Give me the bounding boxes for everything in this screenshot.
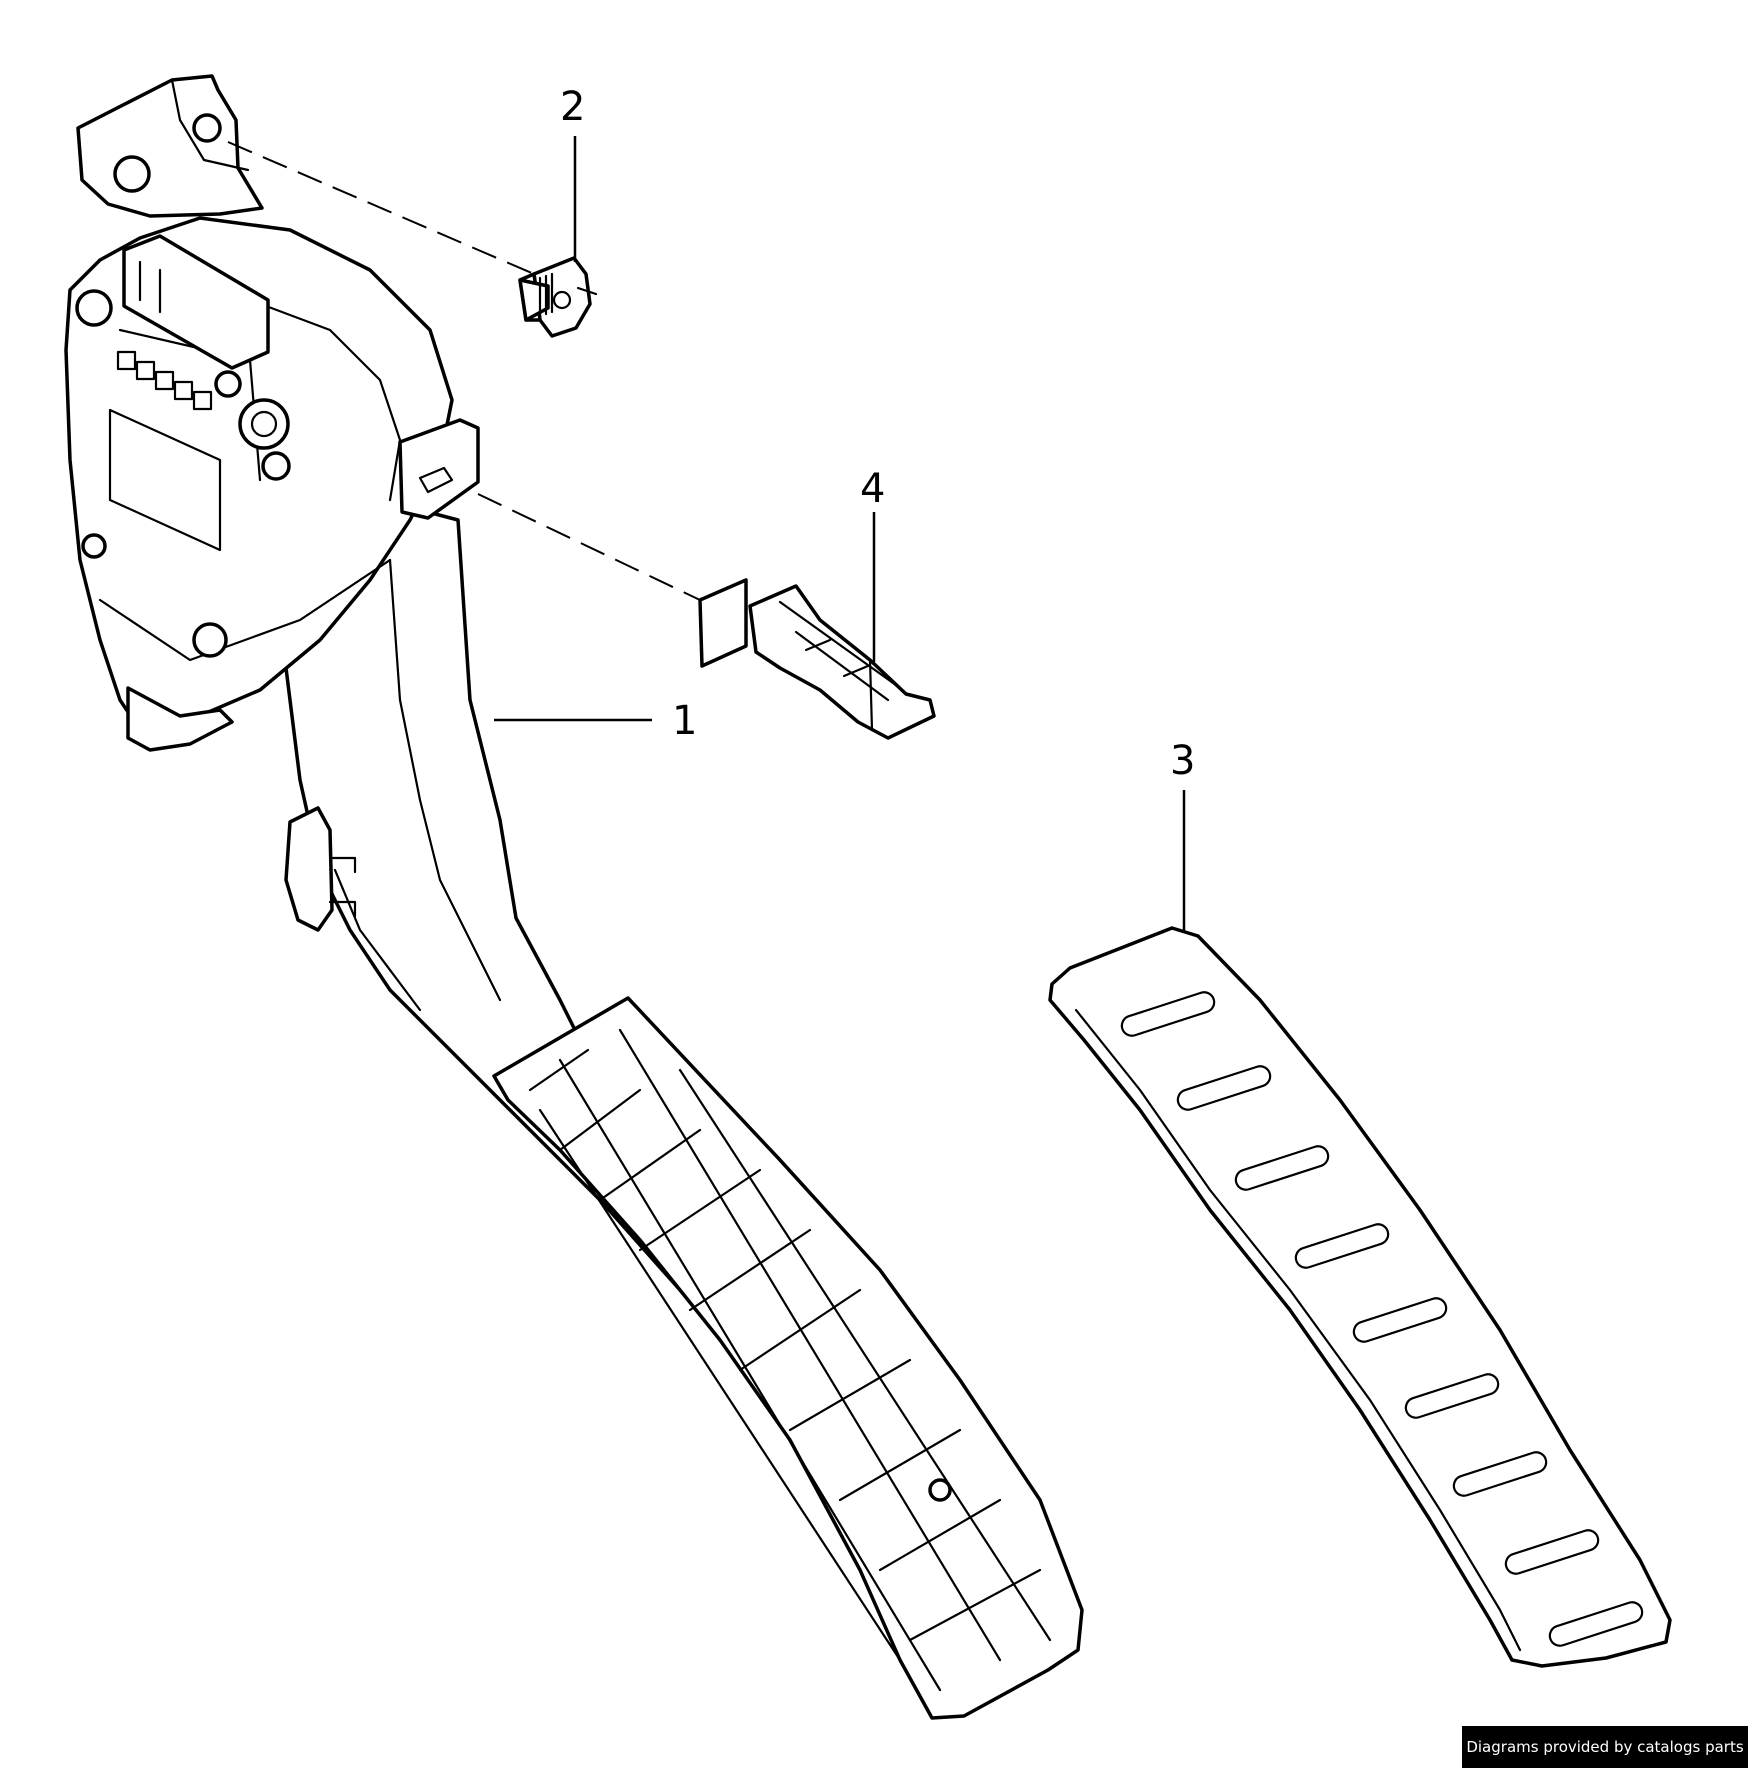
pedal-pad-cover [1048,926,1672,1668]
connector-clip [698,578,936,740]
screw [518,256,598,338]
callout-3: 3 [1170,738,1195,784]
assembly-line-connector [477,493,701,601]
accelerator-pedal-assembly [64,74,1084,1720]
callout-4: 4 [860,466,885,512]
credit-banner: Diagrams provided by catalogs parts [1462,1726,1748,1768]
callout-1: 1 [672,698,697,744]
assembly-line-screw [227,141,535,275]
callout-2: 2 [560,84,585,130]
